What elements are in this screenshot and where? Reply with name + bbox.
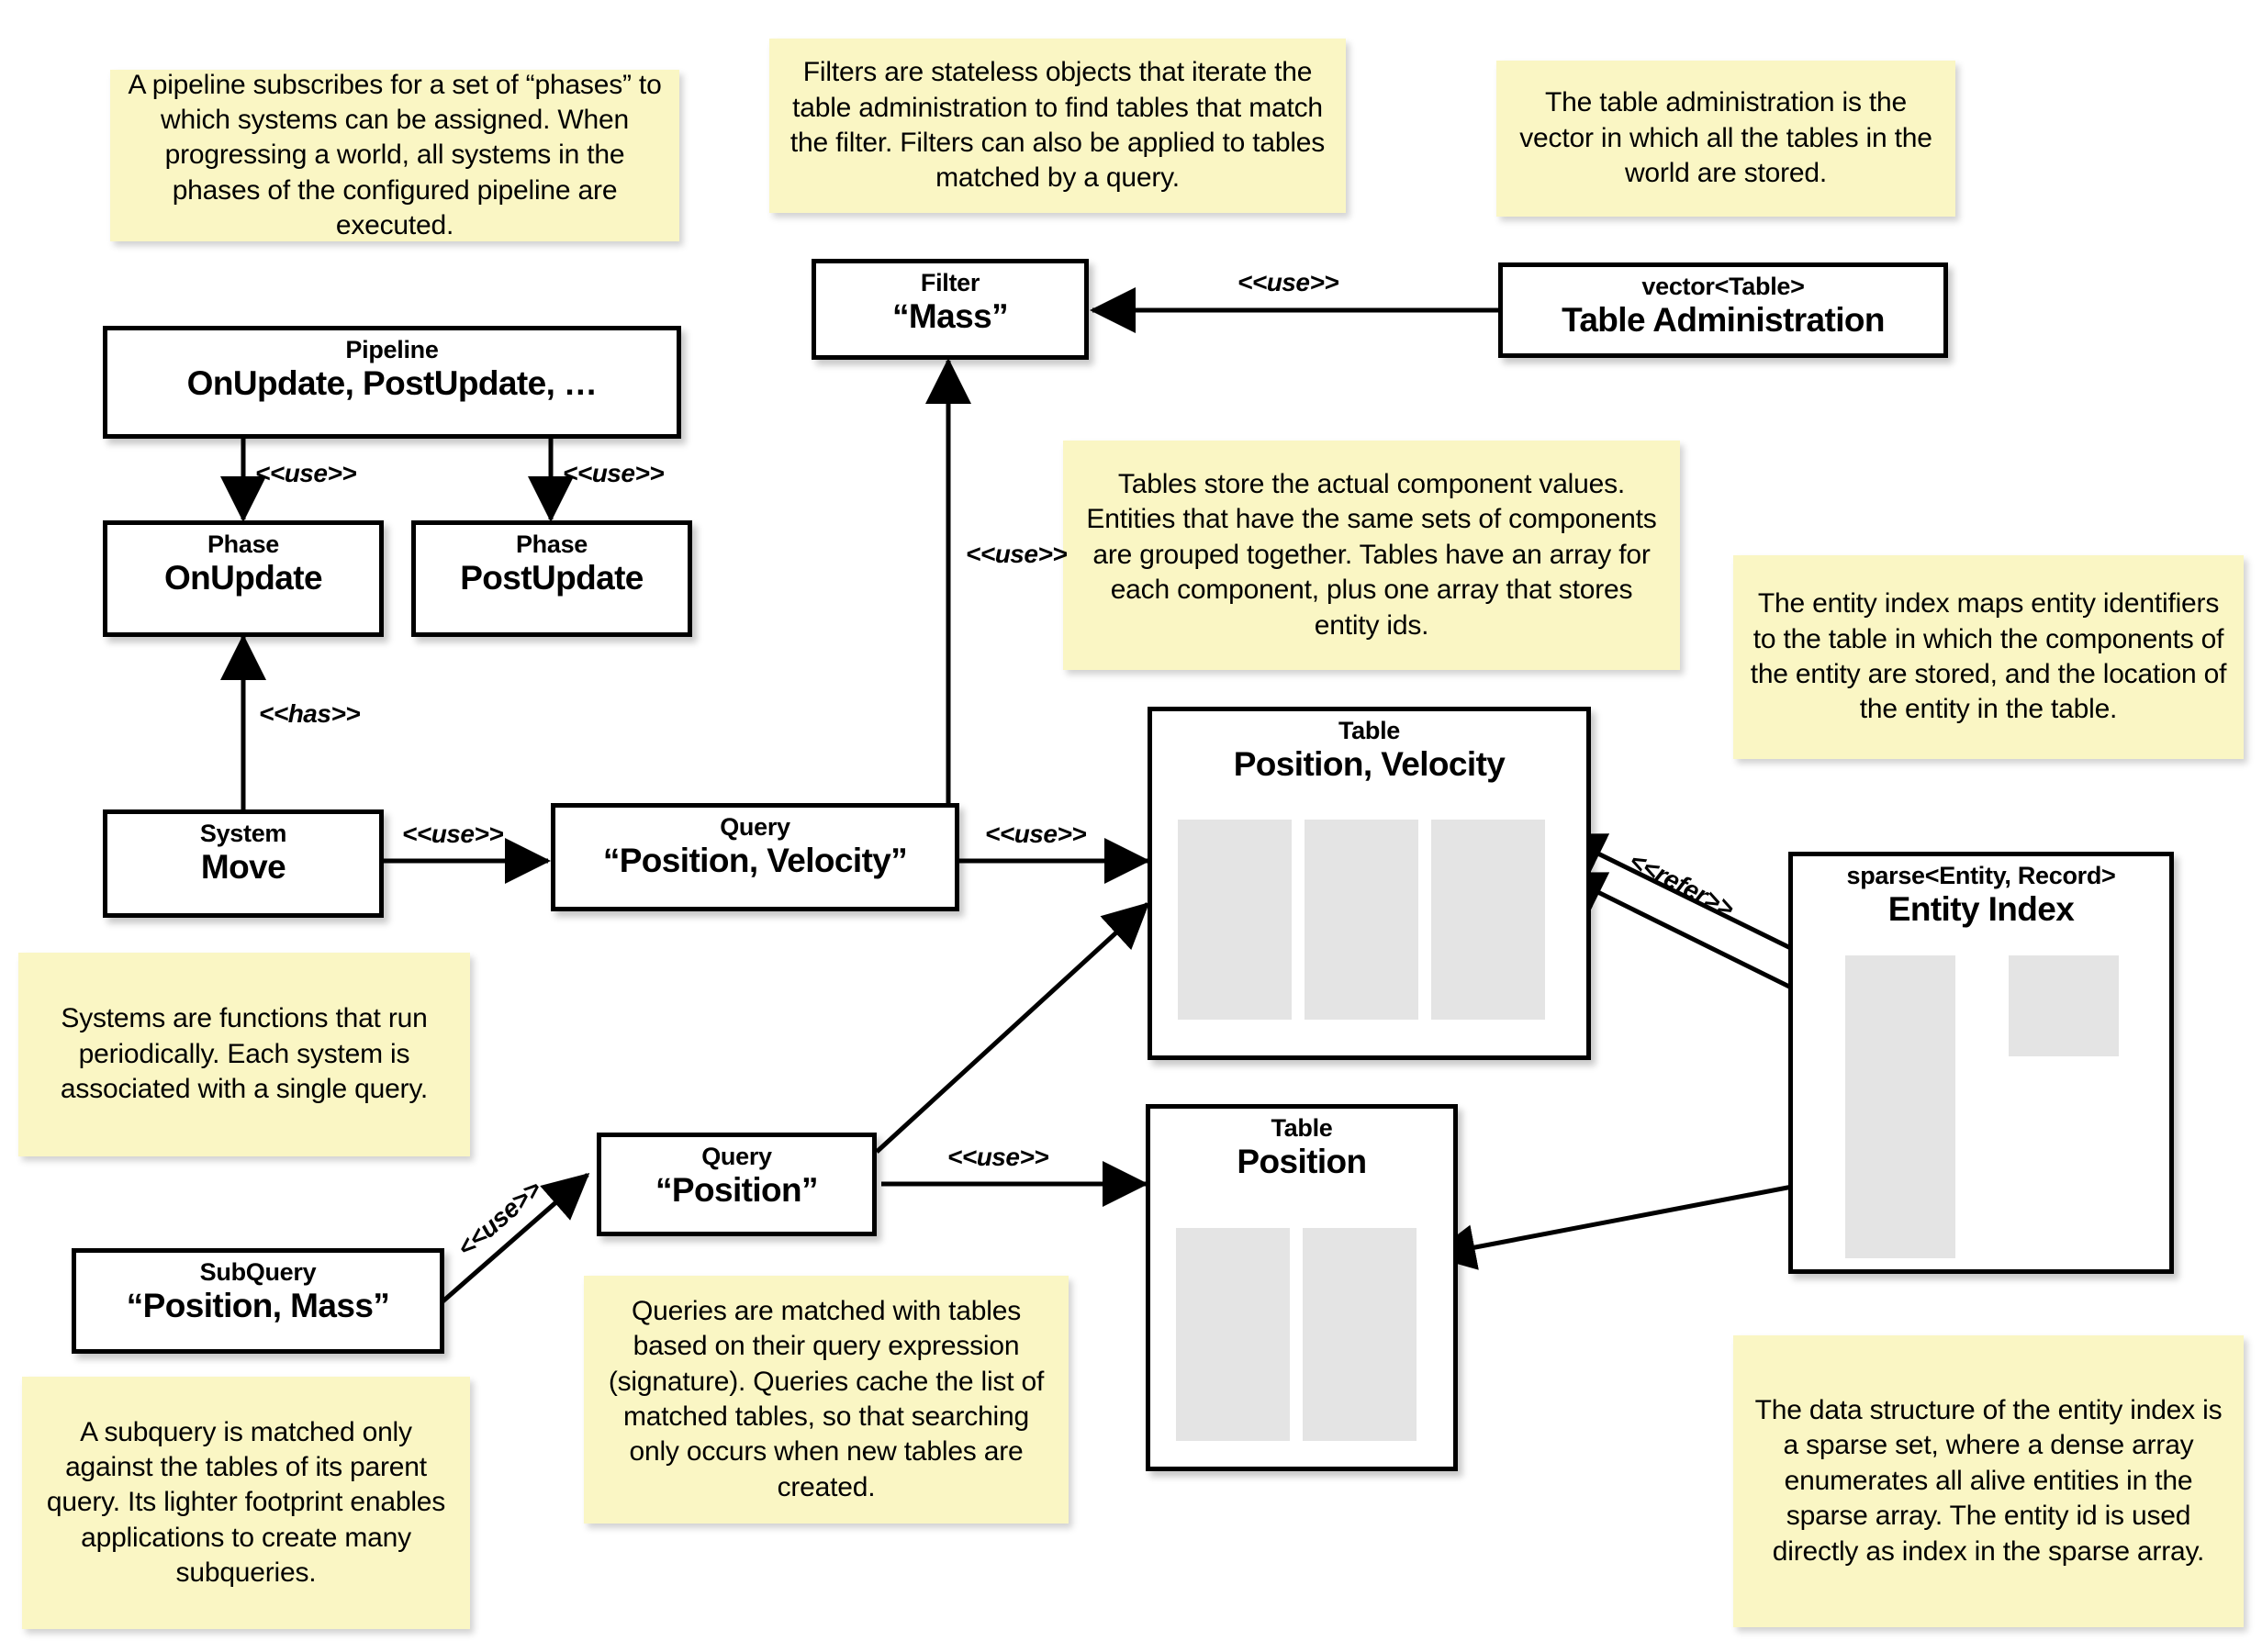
box-query-pv-title: “Position, Velocity” xyxy=(602,842,908,880)
edge-label-subquery-queryp: <<use>> xyxy=(452,1174,547,1263)
edge-label-system-query: <<use>> xyxy=(402,820,504,848)
edge-label-system-phase: <<has>> xyxy=(259,699,361,728)
box-table-position-velocity[interactable]: Table Position, Velocity xyxy=(1148,707,1591,1060)
box-system-move-stereotype: System xyxy=(199,820,287,847)
edge-label-queryp-tablep: <<use>> xyxy=(947,1143,1049,1171)
box-filter-mass-stereotype: Filter xyxy=(920,269,980,296)
box-subquery[interactable]: SubQuery “Position, Mass” xyxy=(72,1248,444,1354)
box-entity-index-title: Entity Index xyxy=(1887,890,2075,929)
box-table-p-stereotype: Table xyxy=(1271,1114,1333,1142)
note-table-admin: The table administration is the vector i… xyxy=(1496,61,1955,217)
entity-index-dense-array xyxy=(2009,955,2119,1056)
edge-label-pipeline-onupdate: <<use>> xyxy=(255,459,357,487)
table-pv-array-0 xyxy=(1178,820,1292,1020)
box-table-admin-stereotype: vector<Table> xyxy=(1641,273,1805,300)
note-pipeline: A pipeline subscribes for a set of “phas… xyxy=(110,70,679,241)
note-queries: Queries are matched with tables based on… xyxy=(584,1276,1069,1524)
box-subquery-stereotype: SubQuery xyxy=(199,1258,317,1286)
table-pv-arrays xyxy=(1178,820,1545,1020)
note-sparse: The data structure of the entity index i… xyxy=(1733,1335,2244,1627)
box-phase-onupdate-stereotype: Phase xyxy=(207,530,280,558)
box-pipeline-stereotype: Pipeline xyxy=(345,336,439,363)
table-p-array-0 xyxy=(1176,1228,1290,1441)
edge-label-query-filter: <<use>> xyxy=(966,540,1068,568)
box-table-pv-stereotype: Table xyxy=(1338,717,1400,744)
box-query-p-title: “Position” xyxy=(655,1171,819,1210)
box-phase-onupdate[interactable]: Phase OnUpdate xyxy=(103,520,384,637)
box-table-p-title: Position xyxy=(1237,1143,1367,1181)
edge-label-pipeline-postupdate: <<use>> xyxy=(563,459,665,487)
box-table-position[interactable]: Table Position xyxy=(1146,1104,1458,1471)
note-systems: Systems are functions that run periodica… xyxy=(18,953,470,1156)
box-query-p-stereotype: Query xyxy=(701,1143,772,1170)
edge-label-entity-index-refer: <<refer>> xyxy=(1624,846,1739,923)
box-pipeline[interactable]: Pipeline OnUpdate, PostUpdate, … xyxy=(103,326,681,439)
box-subquery-title: “Position, Mass” xyxy=(126,1287,390,1325)
box-query-position[interactable]: Query “Position” xyxy=(597,1133,877,1236)
box-phase-postupdate-title: PostUpdate xyxy=(460,559,644,597)
box-system-move-title: Move xyxy=(200,848,286,887)
note-filter: Filters are stateless objects that itera… xyxy=(769,39,1346,213)
entity-index-sparse-array xyxy=(1845,955,1955,1258)
box-pipeline-title: OnUpdate, PostUpdate, … xyxy=(186,364,598,403)
box-query-position-velocity[interactable]: Query “Position, Velocity” xyxy=(551,803,959,911)
box-filter-mass[interactable]: Filter “Mass” xyxy=(812,259,1089,360)
box-table-pv-title: Position, Velocity xyxy=(1233,745,1506,784)
table-pv-array-2 xyxy=(1431,820,1545,1020)
box-filter-mass-title: “Mass” xyxy=(892,297,1009,336)
note-tables: Tables store the actual component values… xyxy=(1063,441,1680,670)
box-table-administration[interactable]: vector<Table> Table Administration xyxy=(1498,262,1948,358)
box-entity-index[interactable]: sparse<Entity, Record> Entity Index xyxy=(1788,852,2174,1274)
edge-queryp-tablepv xyxy=(875,901,1150,1154)
box-system-move[interactable]: System Move xyxy=(103,809,384,918)
table-pv-array-1 xyxy=(1305,820,1418,1020)
edge-label-tableadmin-filter: <<use>> xyxy=(1237,268,1339,296)
box-phase-postupdate[interactable]: Phase PostUpdate xyxy=(411,520,692,637)
edge-label-querypv-tablepv: <<use>> xyxy=(985,820,1087,848)
box-phase-onupdate-title: OnUpdate xyxy=(164,559,323,597)
table-p-array-1 xyxy=(1303,1228,1417,1441)
box-table-admin-title: Table Administration xyxy=(1562,301,1885,340)
note-subquery: A subquery is matched only against the t… xyxy=(22,1377,470,1629)
box-query-pv-stereotype: Query xyxy=(720,813,790,841)
edge-entityindex-tablep xyxy=(1429,1181,1808,1270)
box-phase-postupdate-stereotype: Phase xyxy=(515,530,588,558)
box-entity-index-stereotype: sparse<Entity, Record> xyxy=(1846,862,2116,889)
table-p-arrays xyxy=(1176,1228,1417,1441)
note-entity-index: The entity index maps entity identifiers… xyxy=(1733,555,2244,759)
